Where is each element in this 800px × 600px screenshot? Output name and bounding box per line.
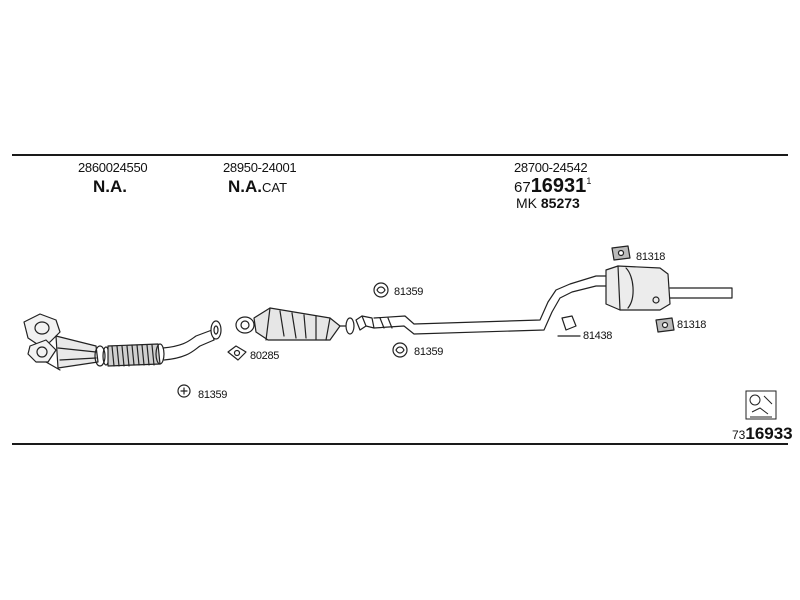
middle-pipe [355,275,607,337]
callout-80285-gasket: 80285 [250,350,280,362]
top-divider [12,154,788,156]
front-pipe [162,320,222,361]
part-number-catalyst: 28950-24001 [223,160,297,175]
flex-bellows [107,343,165,367]
catalytic-converter [235,307,355,341]
part-number-front-pipe: 2860024550 [78,160,148,175]
clamp-front [177,384,191,398]
callout-81359-lower: 81359 [414,346,444,358]
label-catalyst: N.A.CAT [228,177,288,196]
hanger-81318-upper [611,245,631,261]
hanger-81318-lower [655,317,675,333]
callout-81359-gasket-front: 81359 [198,389,228,401]
catalog-pictogram [745,390,777,420]
article-number-rear-section: 67169311 [514,175,592,197]
clamp-81359-upper [373,282,389,298]
callout-81359-upper: 81359 [394,286,424,298]
callout-81318-lower: 81318 [677,319,707,331]
diagram-number: 7316933 [732,424,793,443]
bottom-divider [12,443,788,445]
manifold-downpipe [23,313,110,371]
part-number-rear-section: 28700-24542 [514,160,588,175]
callout-81318-upper: 81318 [636,251,666,263]
mk-reference: MK 85273 [516,195,580,211]
clamp-81359-lower [392,342,408,358]
label-front-pipe: N.A. [93,177,127,196]
gasket-80285 [227,345,247,361]
rear-silencer [605,265,733,311]
callout-81438-hanger: 81438 [583,330,613,342]
